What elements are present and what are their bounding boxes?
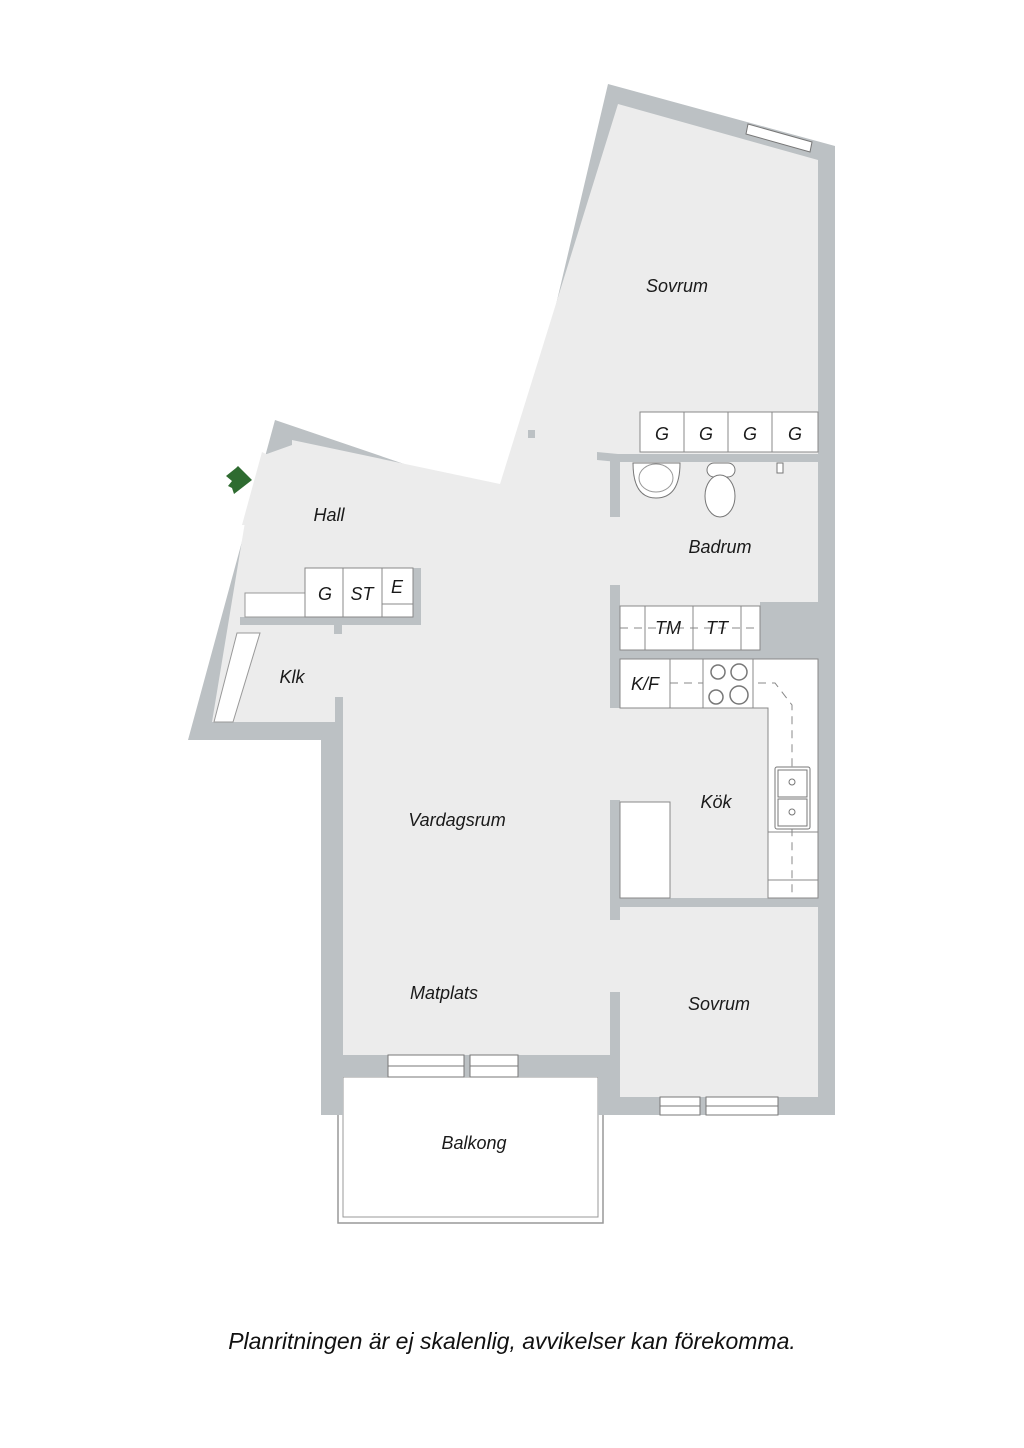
wardrobe-label: G [743, 424, 757, 444]
wardrobe-label: G [788, 424, 802, 444]
wardrobe-label: G [699, 424, 713, 444]
sink [774, 766, 811, 830]
room-label-balkong: Balkong [441, 1133, 506, 1153]
closet-label: G [318, 584, 332, 604]
balcony [337, 1076, 604, 1224]
disclaimer-footer: Planritningen är ej skalenlig, avvikelse… [228, 1328, 796, 1354]
wardrobes-bedroom: G G G G [639, 411, 819, 453]
room-label-kok: Kök [700, 792, 732, 812]
klk-shelf [213, 632, 261, 723]
room-label-sovrum-top: Sovrum [646, 276, 708, 296]
fridge-freezer-label: K/F [631, 674, 660, 694]
washbasin [632, 462, 681, 499]
wardrobe-label: G [655, 424, 669, 444]
room-label-klk: Klk [279, 667, 305, 687]
room-label-matplats: Matplats [410, 983, 478, 1003]
washing-machine-label: TM [655, 618, 681, 638]
interior-walls [240, 430, 818, 1055]
laundry-cabinet: TM TT [619, 605, 761, 651]
closet-label: ST [350, 584, 375, 604]
closet-label: E [391, 577, 404, 597]
shower-head [776, 462, 784, 474]
fridge-unit [619, 801, 671, 899]
stove [708, 663, 749, 705]
room-label-hall: Hall [313, 505, 345, 525]
toilet [704, 462, 736, 518]
hall-closets: G ST E [244, 567, 414, 618]
room-label-badrum: Badrum [688, 537, 751, 557]
entrance-door-opening [242, 452, 268, 525]
room-label-vardagsrum: Vardagsrum [408, 810, 505, 830]
kitchen-counter: K/F [619, 658, 819, 899]
room-label-sovrum-bottom: Sovrum [688, 994, 750, 1014]
dryer-label: TT [706, 618, 730, 638]
entrance-arrow [226, 466, 252, 494]
window-bedroom-top [745, 123, 813, 153]
windows-bottom [387, 1054, 779, 1116]
